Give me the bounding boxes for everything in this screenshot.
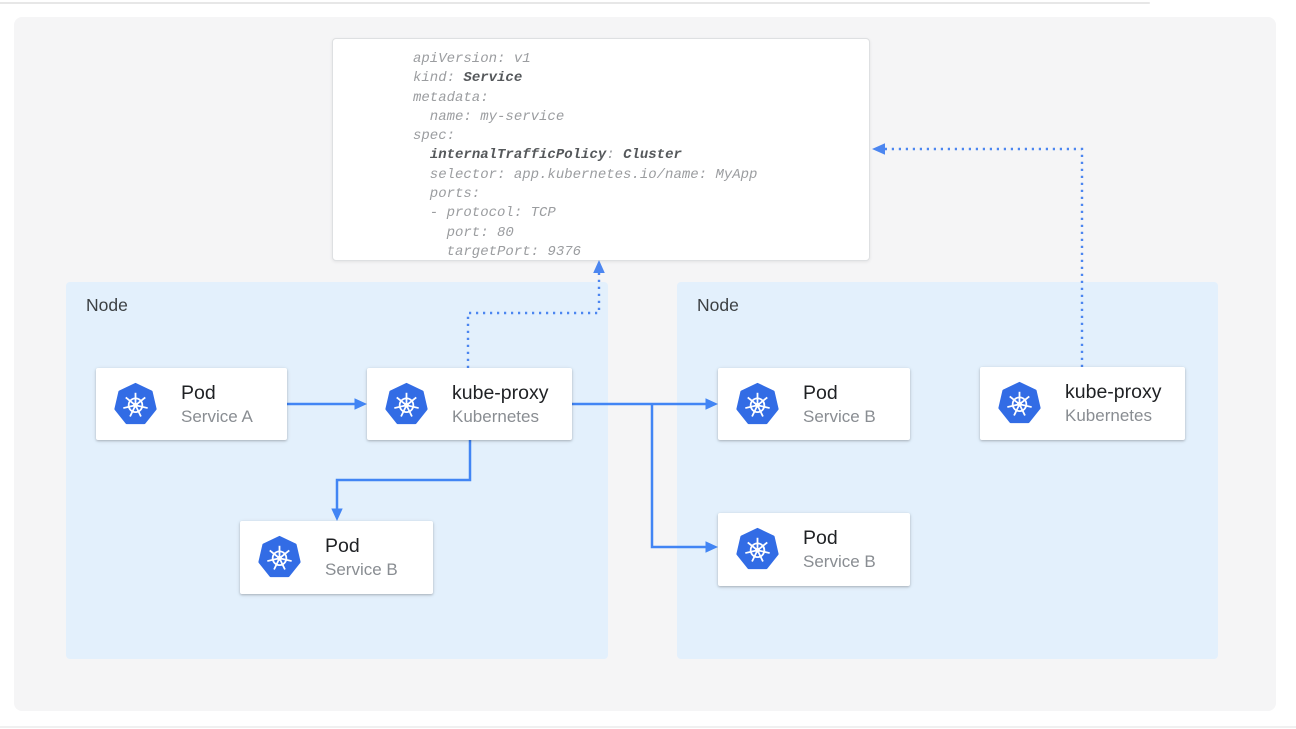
card-pod-service-b-right-top: Pod Service B: [718, 368, 910, 440]
card-subtitle: Service B: [803, 552, 876, 571]
node-label: Node: [697, 295, 739, 315]
card-subtitle: Kubernetes: [1065, 406, 1152, 425]
node-left: Node: [66, 282, 608, 659]
card-title: kube-proxy: [452, 381, 549, 404]
card-title: kube-proxy: [1065, 381, 1162, 403]
card-kube-proxy-left: kube-proxy Kubernetes: [367, 368, 572, 440]
kubernetes-icon: [258, 535, 301, 578]
card-pod-service-b-left: Pod Service B: [240, 521, 433, 594]
card-title: Pod: [803, 381, 838, 404]
kubernetes-icon: [736, 527, 779, 570]
card-subtitle: Service B: [325, 560, 398, 579]
node-label: Node: [86, 295, 128, 315]
kubernetes-icon: [114, 382, 157, 424]
card-pod-service-a: Pod Service A: [96, 368, 287, 440]
card-title: Pod: [325, 535, 360, 557]
card-pod-service-b-right-bottom: Pod Service B: [718, 513, 910, 586]
card-title: Pod: [181, 381, 216, 404]
card-subtitle: Kubernetes: [452, 406, 539, 426]
kubernetes-icon: [736, 382, 779, 424]
top-divider: [0, 2, 1150, 4]
bottom-divider: [0, 726, 1296, 728]
card-subtitle: Service B: [803, 406, 876, 426]
card-kube-proxy-right: kube-proxy Kubernetes: [980, 367, 1185, 440]
card-subtitle: Service A: [181, 406, 253, 426]
kubernetes-icon: [385, 382, 428, 424]
node-right: Node: [677, 282, 1218, 659]
card-title: Pod: [803, 527, 838, 549]
kubernetes-icon: [998, 381, 1041, 424]
